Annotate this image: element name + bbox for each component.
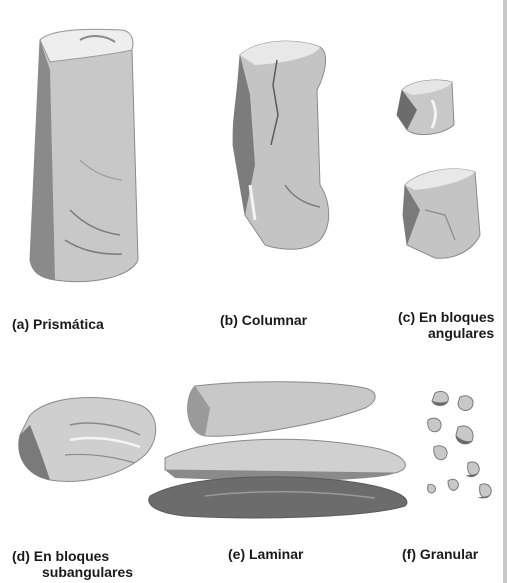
caption-columnar: (b) Columnar	[220, 312, 307, 328]
subangular-block-illustration	[10, 385, 165, 495]
caption-subangular-blocky: (d) En bloques subangulares	[12, 548, 133, 580]
laminar-plates-illustration	[145, 378, 420, 523]
angular-block-bottom-illustration	[395, 160, 485, 270]
caption-prismatic: (a) Prismática	[12, 316, 104, 332]
caption-granular: (f) Granular	[402, 546, 478, 562]
caption-laminar: (e) Laminar	[228, 546, 303, 562]
angular-block-top-illustration	[392, 70, 462, 145]
caption-angular-blocky: (c) En bloques angulares	[398, 309, 494, 341]
columnar-structure-illustration	[225, 35, 345, 260]
granular-aggregates-illustration	[420, 385, 505, 510]
prismatic-structure-illustration	[10, 10, 160, 295]
scan-edge-border	[503, 0, 507, 583]
